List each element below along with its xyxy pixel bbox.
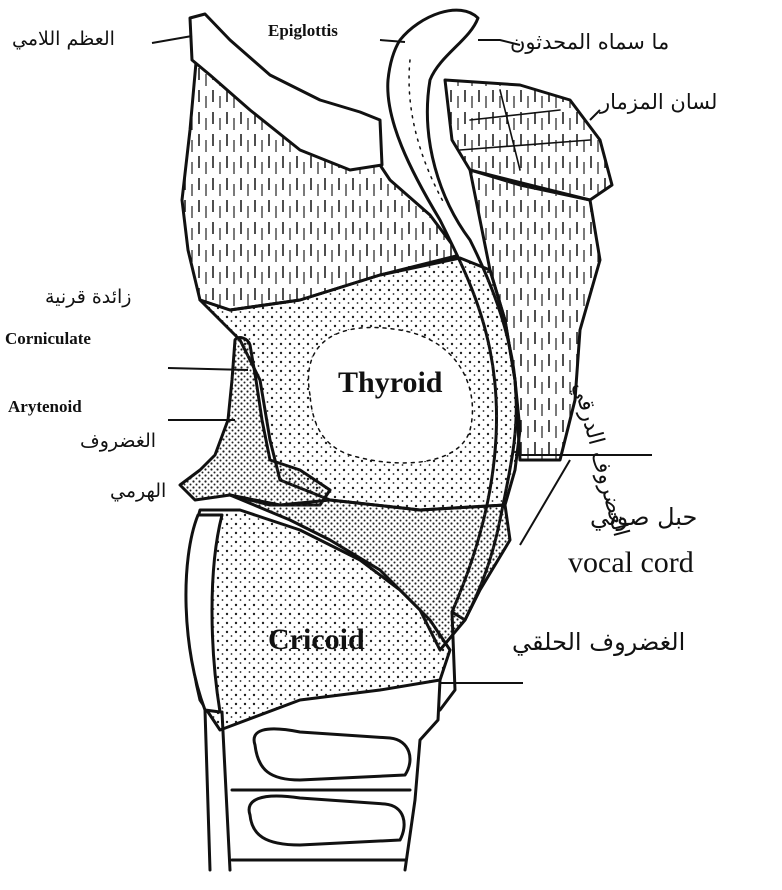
cricoid-label-en: Cricoid [268,625,365,655]
leader-hyoid [152,36,192,43]
arytenoid-label-ar-2: الهرمي [110,482,166,501]
tracheal-ring [249,796,404,845]
epiglottis-label-en: Epiglottis [268,22,338,39]
corniculate-label-en: Corniculate [5,330,91,347]
tracheal-ring [254,729,410,780]
trachea-left-wall [205,710,230,870]
vocal-cord-label-ar: حبل صوتي [590,505,697,529]
cricoid-label-ar: الغضروف الحلقي [512,630,685,654]
arytenoid-label-ar-1: الغضروف [80,432,156,451]
arytenoid-label-en: Arytenoid [8,398,82,415]
epiglottis-note-ar: ما سماه المحدثون [510,32,669,53]
epiglottis-label-ar: لسان المزمار [600,92,717,113]
hyoid-label-ar: العظم اللامي [12,30,115,49]
leader-vocal-cord [520,460,570,545]
leader-lisan [590,110,600,120]
thyroid-label-en: Thyroid [338,368,443,398]
vocal-cord-label-en: vocal cord [568,548,694,578]
corniculate-label-ar: زائدة قرنية [45,288,131,307]
